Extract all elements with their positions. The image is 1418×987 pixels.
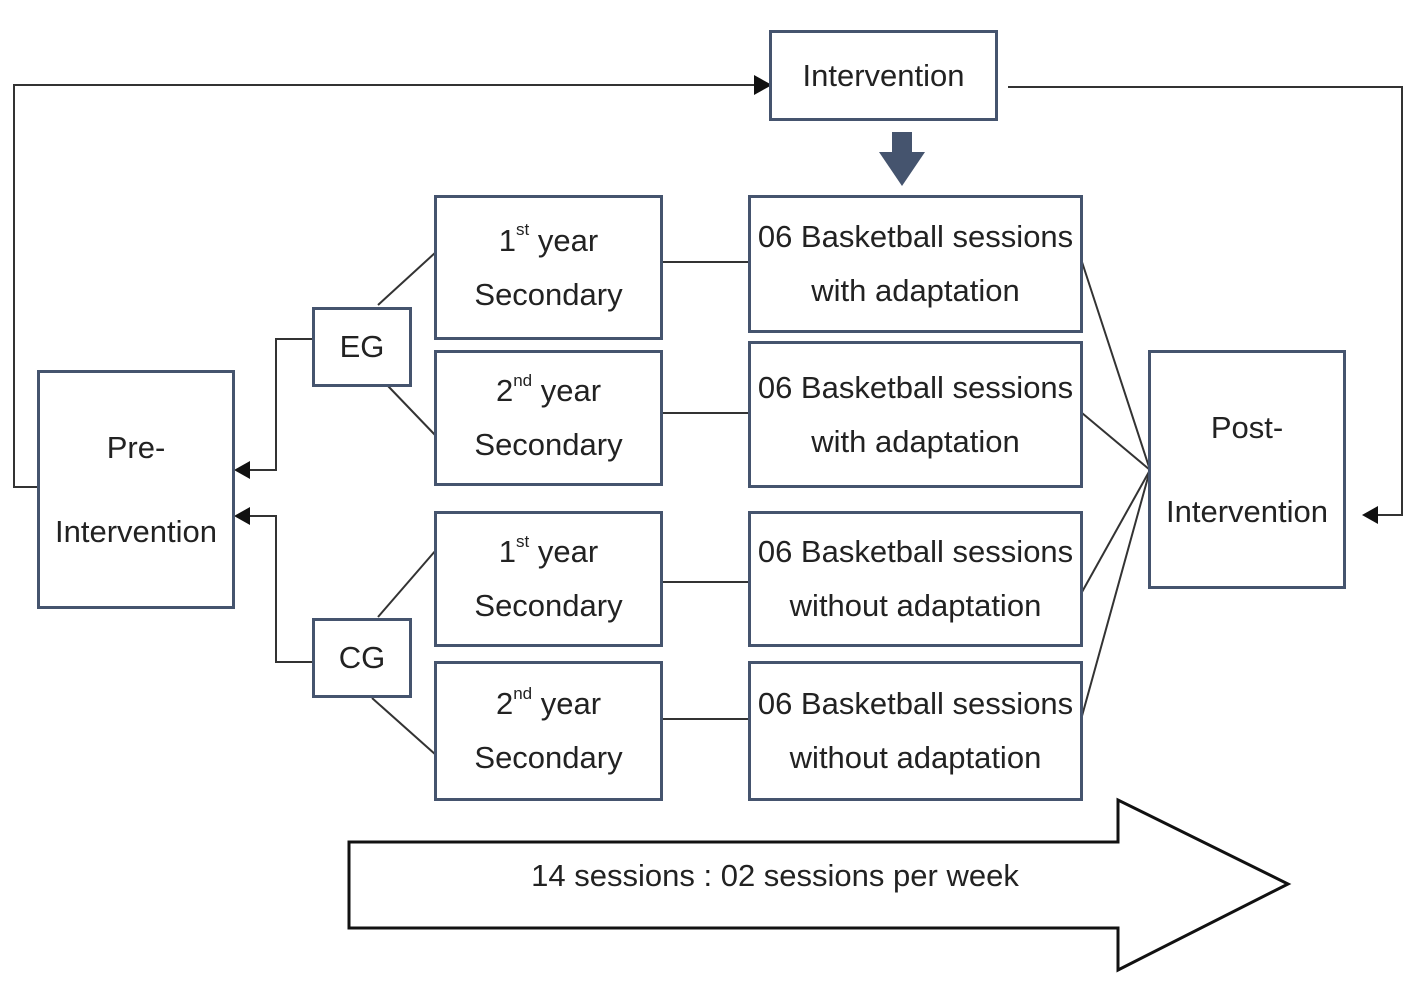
intervention-box: Intervention	[769, 30, 998, 121]
year-box: 1st year Secondary	[434, 195, 663, 340]
converge-3	[1081, 469, 1151, 593]
eg-to-pre-line	[248, 338, 313, 471]
converge-4	[1081, 469, 1151, 717]
converge-1	[1081, 261, 1151, 471]
pre-intervention-box: Pre- Intervention	[37, 370, 235, 609]
session-line1: 06 Basketball sessions	[757, 219, 1074, 254]
arrowhead-eg-to-pre	[234, 461, 250, 479]
session-line2: without adaptation	[789, 740, 1042, 775]
eg-label: EG	[339, 329, 385, 364]
session-line1: 06 Basketball sessions	[757, 369, 1074, 405]
session-box: 06 Basketball sessions with adaptation	[748, 341, 1083, 488]
pre-to-intervention-line	[13, 84, 760, 488]
cg-branch-2	[371, 697, 437, 756]
arrowhead-to-post	[1362, 506, 1378, 524]
pre-intervention-line2: Intervention	[55, 513, 217, 549]
down-arrow-icon	[879, 132, 925, 186]
post-intervention-box: Post- Intervention	[1148, 350, 1346, 589]
session-box: 06 Basketball sessions without adaptatio…	[748, 511, 1083, 647]
year-line: 2nd year	[495, 370, 602, 408]
cg-label: CG	[338, 640, 386, 675]
intervention-label: Intervention	[802, 57, 965, 93]
session-box: 06 Basketball sessions with adaptation	[748, 195, 1083, 333]
session-line2: with adaptation	[811, 273, 1020, 308]
level-line: Secondary	[474, 276, 623, 312]
session-line1: 06 Basketball sessions	[757, 534, 1074, 569]
cg-to-pre-line	[248, 515, 313, 663]
session-line2: with adaptation	[811, 423, 1020, 459]
year-box: 1st year Secondary	[434, 511, 663, 647]
post-intervention-line2: Intervention	[1166, 493, 1328, 529]
level-line: Secondary	[474, 588, 623, 623]
year-line: 1st year	[498, 220, 599, 258]
arrowhead-to-intervention	[754, 75, 772, 95]
level-line: Secondary	[474, 427, 623, 462]
arrowhead-cg-to-pre	[234, 507, 250, 525]
session-line1: 06 Basketball sessions	[757, 686, 1074, 721]
eg-branch-1	[377, 251, 437, 306]
eg-branch-2	[387, 385, 437, 437]
cg-branch-1	[377, 549, 437, 618]
cg-box: CG	[312, 618, 412, 698]
year-line: 1st year	[498, 531, 599, 569]
timeline-label: 14 sessions : 02 sessions per week	[531, 858, 1019, 893]
session-line2: without adaptation	[789, 588, 1042, 623]
session-box: 06 Basketball sessions without adaptatio…	[748, 661, 1083, 801]
converge-2	[1081, 412, 1151, 471]
post-intervention-line1: Post-	[1210, 409, 1284, 445]
year-box: 2nd year Secondary	[434, 350, 663, 486]
level-line: Secondary	[474, 740, 623, 775]
intervention-to-post-line	[1008, 86, 1403, 516]
timeline-arrow	[347, 797, 1292, 973]
year-box: 2nd year Secondary	[434, 661, 663, 801]
eg-box: EG	[312, 307, 412, 387]
year-line: 2nd year	[495, 683, 602, 721]
pre-intervention-line1: Pre-	[106, 429, 166, 465]
